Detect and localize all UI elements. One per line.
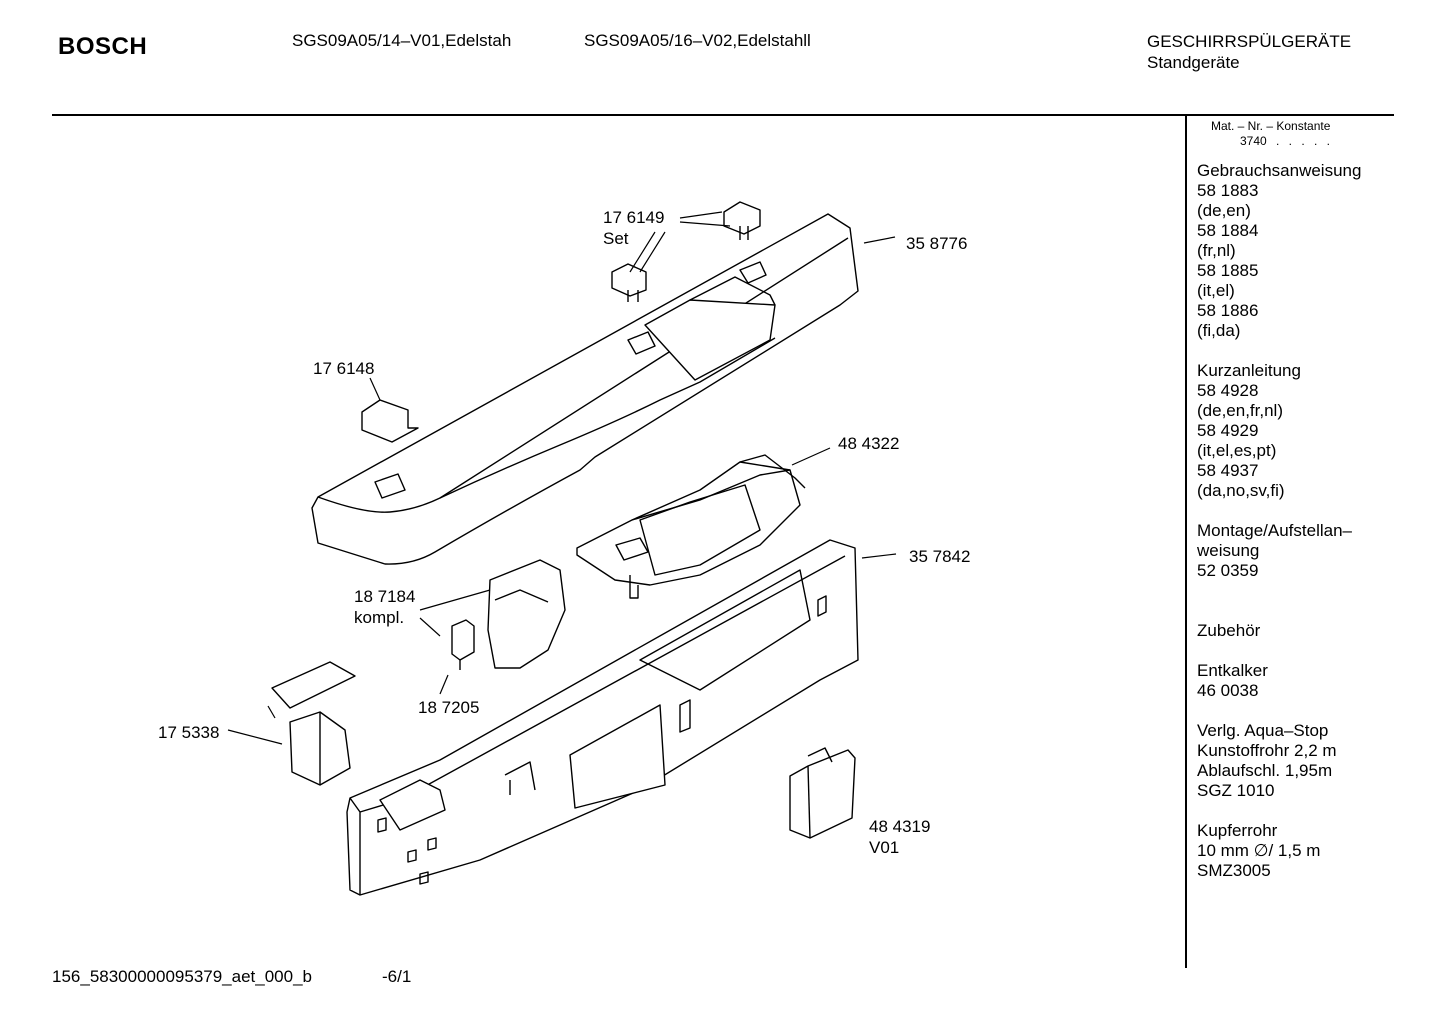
exploded-view-drawing (227, 201, 897, 896)
sidebar-line: 58 4937 (1197, 461, 1259, 480)
part-label-176149: 17 6149 Set (603, 207, 664, 249)
sidebar-line: (de,en,fr,nl) (1197, 401, 1283, 420)
model-2: SGS09A05/16–V02,Edelstahll (584, 31, 811, 50)
small-component (451, 619, 475, 670)
sidebar-line: Kurzanleitung (1197, 361, 1301, 380)
sidebar-spacer (1197, 501, 1361, 521)
button-set-lower (611, 263, 647, 302)
sidebar-line: (de,en) (1197, 201, 1251, 220)
part-note: V01 (869, 838, 900, 857)
sidebar-line: Kupferrohr (1197, 821, 1278, 840)
sidebar-line: (it,el) (1197, 281, 1235, 300)
sidebar-line: (it,el,es,pt) (1197, 441, 1277, 460)
material-dots: . . . . . (1276, 134, 1334, 148)
sidebar-line: Kunstoffrohr 2,2 m (1197, 741, 1337, 760)
sidebar-line: SMZ3005 (1197, 861, 1271, 880)
electronic-module (576, 454, 806, 599)
part-number: 17 6149 (603, 208, 665, 227)
sidebar-line: 58 4928 (1197, 381, 1259, 400)
sidebar-spacer (1197, 641, 1361, 661)
sidebar-line: Verlg. Aqua–Stop (1197, 721, 1329, 740)
sidebar-line: 58 4929 (1197, 421, 1259, 440)
button-set-upper (723, 201, 761, 240)
category-subtitle: Standgeräte (1147, 53, 1240, 72)
sidebar-line: (da,no,sv,fi) (1197, 481, 1285, 500)
sidebar-line: Zubehör (1197, 621, 1261, 640)
sidebar-spacer (1197, 581, 1361, 601)
part-label-187184: 18 7184 kompl. (354, 586, 415, 628)
control-panel-fascia (311, 213, 859, 565)
sidebar-line: Ablaufschl. 1,95m (1197, 761, 1333, 780)
part-label-176148: 17 6148 (313, 359, 375, 378)
sidebar-line: Montage/Aufstellan– (1197, 521, 1352, 540)
part-label-358776: 35 8776 (906, 234, 968, 253)
electronics-housing (346, 539, 859, 896)
part-label-484322: 48 4322 (838, 434, 900, 453)
sidebar-line: (fi,da) (1197, 321, 1241, 340)
model-1: SGS09A05/14–V01,Edelstah (292, 31, 512, 50)
part-label-484319: 48 4319 V01 (869, 816, 930, 858)
side-module (789, 747, 856, 839)
sidebar-line: Gebrauchsanweisung (1197, 161, 1362, 180)
part-number: 48 4319 (869, 817, 931, 836)
category-title: GESCHIRRSPÜLGERÄTE (1147, 32, 1352, 51)
page-number: -6/1 (382, 967, 412, 986)
sidebar-line: 10 mm ∅/ 1,5 m (1197, 841, 1321, 860)
sidebar-line: weisung (1197, 541, 1260, 560)
category: GESCHIRRSPÜLGERÄTE Standgeräte (1147, 31, 1351, 73)
sidebar-spacer (1197, 801, 1361, 821)
header-rule (52, 114, 1394, 116)
part-note: kompl. (354, 608, 405, 627)
brand-logo: BOSCH (58, 33, 148, 60)
sidebar-divider (1185, 116, 1187, 968)
part-label-357842: 35 7842 (909, 547, 971, 566)
sidebar-line: 58 1884 (1197, 221, 1259, 240)
part-label-175338: 17 5338 (158, 723, 220, 742)
sidebar-spacer (1197, 341, 1361, 361)
sidebar-line: SGZ 1010 (1197, 781, 1275, 800)
sidebar-line: Entkalker (1197, 661, 1268, 680)
sidebar-line: 58 1886 (1197, 301, 1259, 320)
part-label-187205: 18 7205 (418, 698, 480, 717)
sidebar-spacer (1197, 701, 1361, 721)
sidebar-line: 58 1885 (1197, 261, 1259, 280)
sidebar-line: 58 1883 (1197, 181, 1259, 200)
material-value: 3740 (1240, 134, 1267, 148)
terminal-block (271, 661, 356, 786)
cover-part (361, 399, 419, 443)
part-note: Set (603, 229, 629, 248)
leader-lines (227, 211, 897, 745)
sidebar-line: 52 0359 (1197, 561, 1259, 580)
material-label: Mat. – Nr. – Konstante (1211, 119, 1331, 133)
sidebar-line: (fr,nl) (1197, 241, 1236, 260)
sidebar-spacer (1197, 601, 1361, 621)
sidebar-line: 46 0038 (1197, 681, 1259, 700)
document-id: 156_58300000095379_aet_000_b (52, 967, 312, 986)
relay-assembly (487, 559, 566, 669)
part-number: 18 7184 (354, 587, 416, 606)
